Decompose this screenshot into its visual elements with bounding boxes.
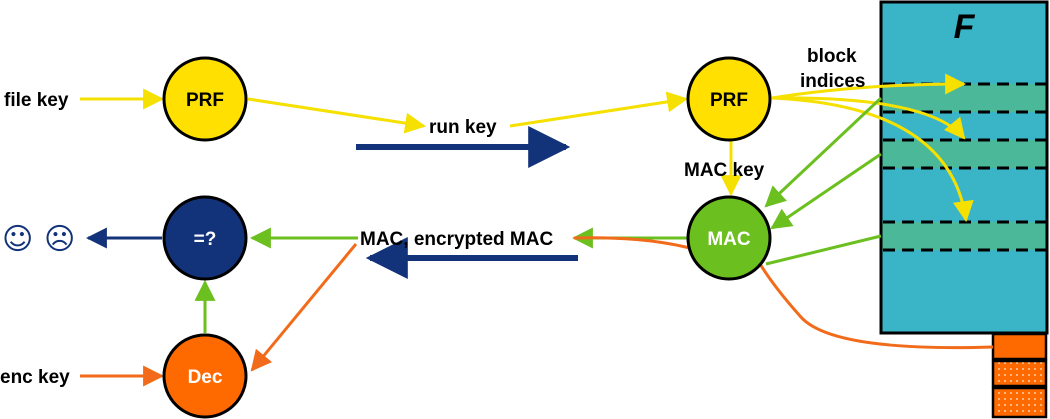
highlight-block-3 — [881, 222, 1047, 250]
dec-node: Dec — [162, 333, 248, 419]
arrow-block1-mac — [764, 96, 883, 208]
block-label: block — [807, 46, 857, 67]
prf-node-1-label: PRF — [186, 90, 224, 111]
happy-face-icon: ☺ — [2, 222, 33, 257]
mac-node: MAC — [686, 195, 772, 281]
file-f-block: F — [879, 0, 1049, 335]
highlight-block-2 — [881, 140, 1047, 168]
prf-node-2-label: PRF — [710, 90, 748, 111]
prf-node-1: PRF — [162, 56, 248, 142]
arrow-block3-mac — [765, 234, 882, 266]
tag-block-mac — [991, 332, 1048, 361]
mac-node-label: MAC — [707, 229, 751, 250]
arrow-orange-tags-in — [573, 236, 691, 250]
file-title: F — [954, 8, 976, 46]
mac-encrypted-mac-label: MAC, encrypted MAC — [360, 229, 553, 250]
sad-face-icon: ☹ — [44, 222, 75, 257]
enc-key-label: enc key — [0, 367, 70, 388]
arrow-index-2 — [771, 96, 966, 140]
run-key-label: run key — [429, 117, 497, 138]
arrow-block2-mac — [770, 152, 882, 230]
tag-block-encrypted-1 — [991, 359, 1048, 388]
mac-key-label: MAC key — [684, 160, 765, 181]
file-key-label: file key — [4, 90, 69, 111]
compare-node: =? — [162, 195, 248, 281]
prf-node-2: PRF — [686, 56, 772, 142]
tag-blocks — [991, 332, 1048, 419]
arrow-prf1-runkey — [247, 97, 427, 134]
arrow-tags-dec — [250, 243, 358, 372]
dec-node-label: Dec — [188, 367, 223, 388]
tag-block-encrypted-2 — [991, 386, 1048, 419]
arrow-index-1 — [771, 73, 967, 100]
compare-node-label: =? — [194, 229, 217, 250]
indices-label: indices — [800, 71, 865, 92]
arrow-runkey-prf2 — [509, 91, 689, 128]
arrow-index-3 — [771, 96, 974, 223]
arrow-tagblock-mac — [758, 263, 994, 350]
